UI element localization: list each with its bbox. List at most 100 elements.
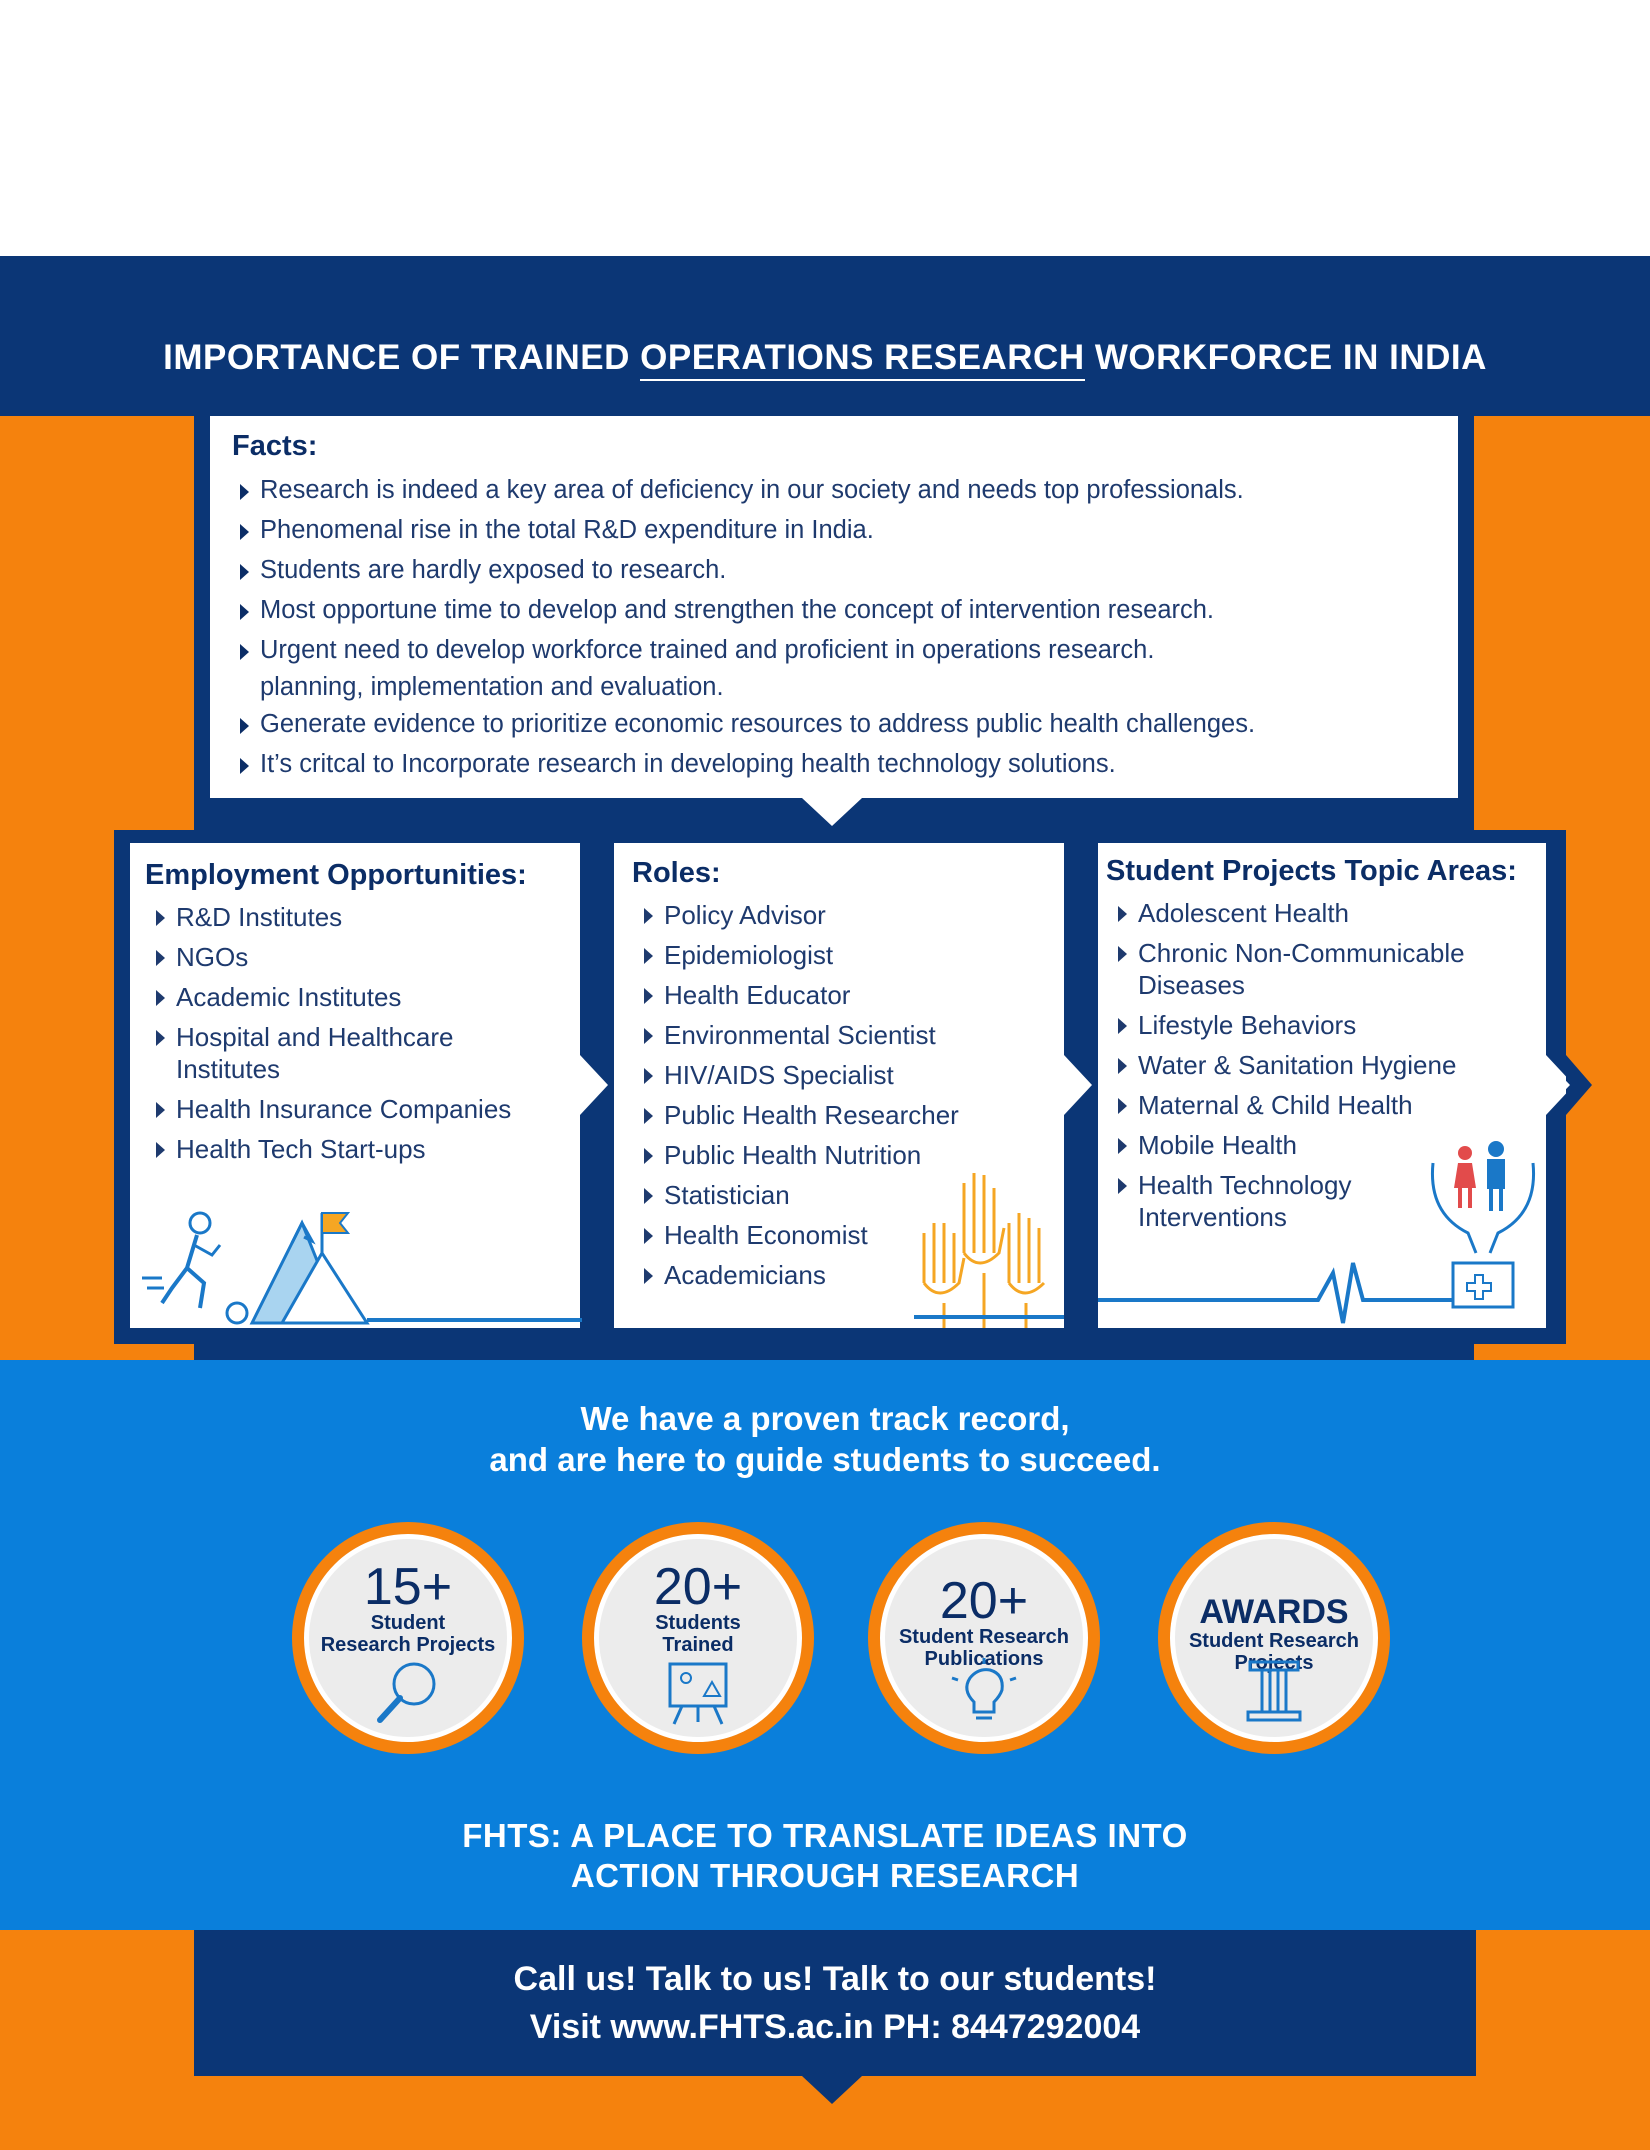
title-part: IMPORTANCE OF TRAINED bbox=[163, 338, 641, 377]
bullet-arrow-icon bbox=[644, 1268, 653, 1284]
hiker-mountain-icon bbox=[142, 1211, 582, 1325]
bullet-arrow-icon bbox=[644, 1068, 653, 1084]
role-item: Statistician bbox=[638, 1175, 1058, 1215]
fact-item-continuation: planning, implementation and evaluation. bbox=[260, 673, 724, 701]
stat-number: 20+ bbox=[939, 1572, 1029, 1630]
fact-item: It’s critcal to Incorporate research in … bbox=[240, 744, 1450, 784]
role-item: Environmental Scientist bbox=[638, 1015, 1058, 1055]
role-item: HIV/AIDS Specialist bbox=[638, 1055, 1058, 1095]
stat-label: Research Projects bbox=[320, 1634, 496, 1656]
project-topic-item-text: Water & Sanitation Hygiene bbox=[1138, 1050, 1457, 1080]
card-proj-pointer-outline bbox=[1566, 1055, 1592, 1115]
bullet-arrow-icon bbox=[240, 484, 249, 500]
header-band bbox=[0, 256, 1650, 416]
fact-item: Generate evidence to prioritize economic… bbox=[240, 704, 1450, 744]
fact-item: Students are hardly exposed to research. bbox=[240, 550, 1450, 590]
project-topic-item: Adolescent Health bbox=[1112, 893, 1542, 933]
pillar-icon bbox=[1246, 1660, 1302, 1722]
tagline-line2: ACTION THROUGH RESEARCH bbox=[570, 1857, 1080, 1894]
employment-item: Academic Institutes bbox=[150, 977, 570, 1017]
role-item: Health Economist bbox=[638, 1215, 1058, 1255]
bullet-arrow-icon bbox=[156, 1030, 165, 1046]
project-topic-item-text: Health Technology bbox=[1138, 1170, 1352, 1200]
footer-pointer bbox=[802, 2076, 862, 2104]
bullet-arrow-icon bbox=[156, 1102, 165, 1118]
facts-list: Research is indeed a key area of deficie… bbox=[240, 470, 1450, 784]
bullet-arrow-icon bbox=[644, 1188, 653, 1204]
stat-label: Trained bbox=[662, 1634, 734, 1656]
project-topic-item: Maternal & Child Health bbox=[1112, 1085, 1542, 1125]
contact-line2[interactable]: Visit www.FHTS.ac.in PH: 8447292004 bbox=[529, 2008, 1141, 2046]
project-topic-item-text: Adolescent Health bbox=[1138, 898, 1350, 928]
fact-item: Research is indeed a key area of deficie… bbox=[240, 470, 1450, 510]
projects-card: Student Projects Topic Areas: Adolescent… bbox=[1098, 843, 1546, 1328]
bullet-arrow-icon bbox=[240, 604, 249, 620]
facts-box bbox=[210, 416, 1458, 798]
fact-item-text: Urgent need to develop workforce trained… bbox=[260, 636, 1155, 664]
role-item-text: HIV/AIDS Specialist bbox=[664, 1060, 894, 1090]
track-record-line2: and are here to guide students to succee… bbox=[489, 1441, 1161, 1478]
bullet-arrow-icon bbox=[1118, 1058, 1127, 1074]
track-record-line1: We have a proven track record, bbox=[580, 1400, 1070, 1437]
tagline: FHTS: A PLACE TO TRANSLATE IDEAS INTO AC… bbox=[0, 1816, 1650, 1896]
project-topic-item-text: Lifestyle Behaviors bbox=[1138, 1010, 1357, 1040]
fact-item: Most opportune time to develop and stren… bbox=[240, 590, 1450, 630]
role-item: Policy Advisor bbox=[638, 895, 1058, 935]
role-item-text: Health Economist bbox=[664, 1220, 868, 1250]
role-item: Public Health Nutrition bbox=[638, 1135, 1058, 1175]
magnifier-icon bbox=[377, 1662, 436, 1723]
lightbulb-icon bbox=[951, 1658, 1017, 1720]
role-item: Health Educator bbox=[638, 975, 1058, 1015]
employment-item-text: Health Tech Start-ups bbox=[176, 1134, 426, 1164]
bullet-arrow-icon bbox=[644, 1228, 653, 1244]
project-topic-item: Mobile Health bbox=[1112, 1125, 1542, 1165]
bullet-arrow-icon bbox=[240, 524, 249, 540]
role-item-text: Public Health Nutrition bbox=[664, 1140, 922, 1170]
page-title: IMPORTANCE OF TRAINED OPERATIONS RESEARC… bbox=[0, 338, 1650, 381]
bullet-arrow-icon bbox=[156, 910, 165, 926]
fact-item-text: Students are hardly exposed to research. bbox=[260, 556, 727, 584]
employment-item: R&D Institutes bbox=[150, 897, 570, 937]
card-proj-pointer-inner bbox=[1546, 1060, 1570, 1110]
facts-title: Facts: bbox=[232, 430, 318, 462]
stat-label: Student bbox=[370, 1612, 446, 1634]
bullet-arrow-icon bbox=[1118, 1138, 1127, 1154]
bullet-arrow-icon bbox=[1118, 1098, 1127, 1114]
fact-item-text: It’s critcal to Incorporate research in … bbox=[260, 750, 1116, 778]
track-record-text: We have a proven track record, and are h… bbox=[0, 1398, 1650, 1480]
raised-hands-icon bbox=[914, 1173, 1064, 1328]
bullet-arrow-icon bbox=[156, 1142, 165, 1158]
contact-panel bbox=[194, 1930, 1476, 2076]
bullet-arrow-icon bbox=[240, 718, 249, 734]
roles-title: Roles: bbox=[632, 857, 721, 889]
stat-label: Student Research bbox=[898, 1626, 1070, 1648]
fact-item-text: Most opportune time to develop and stren… bbox=[260, 596, 1215, 624]
fact-item-text: Research is indeed a key area of deficie… bbox=[260, 476, 1244, 504]
role-item: Epidemiologist bbox=[638, 935, 1058, 975]
card-emp-pointer bbox=[580, 1055, 608, 1115]
role-item-text: Epidemiologist bbox=[664, 940, 834, 970]
employment-item-text: R&D Institutes bbox=[176, 902, 343, 932]
project-topic-item: Water & Sanitation Hygiene bbox=[1112, 1045, 1542, 1085]
contact-text: Call us! Talk to us! Talk to our student… bbox=[194, 1955, 1476, 2051]
contact-line1: Call us! Talk to us! Talk to our student… bbox=[513, 1960, 1157, 1998]
bullet-arrow-icon bbox=[644, 1148, 653, 1164]
role-item-text: Statistician bbox=[664, 1180, 790, 1210]
employment-title: Employment Opportunities: bbox=[145, 859, 527, 891]
facts-pointer bbox=[802, 798, 862, 826]
bullet-arrow-icon bbox=[644, 948, 653, 964]
fact-item: Urgent need to develop workforce trained… bbox=[240, 630, 1450, 704]
bullet-arrow-icon bbox=[156, 990, 165, 1006]
role-item-text: Environmental Scientist bbox=[664, 1020, 936, 1050]
stat-label: Student Research bbox=[1188, 1630, 1360, 1652]
project-topic-item-text: Maternal & Child Health bbox=[1138, 1090, 1413, 1120]
role-item: Public Health Researcher bbox=[638, 1095, 1058, 1135]
project-topic-item-text: Chronic Non-Communicable bbox=[1138, 938, 1465, 968]
role-item-text: Public Health Researcher bbox=[664, 1100, 959, 1130]
bullet-arrow-icon bbox=[1118, 946, 1127, 962]
employment-item-text: NGOs bbox=[176, 942, 249, 972]
caring-hands-heartbeat-icon bbox=[1098, 1141, 1536, 1324]
